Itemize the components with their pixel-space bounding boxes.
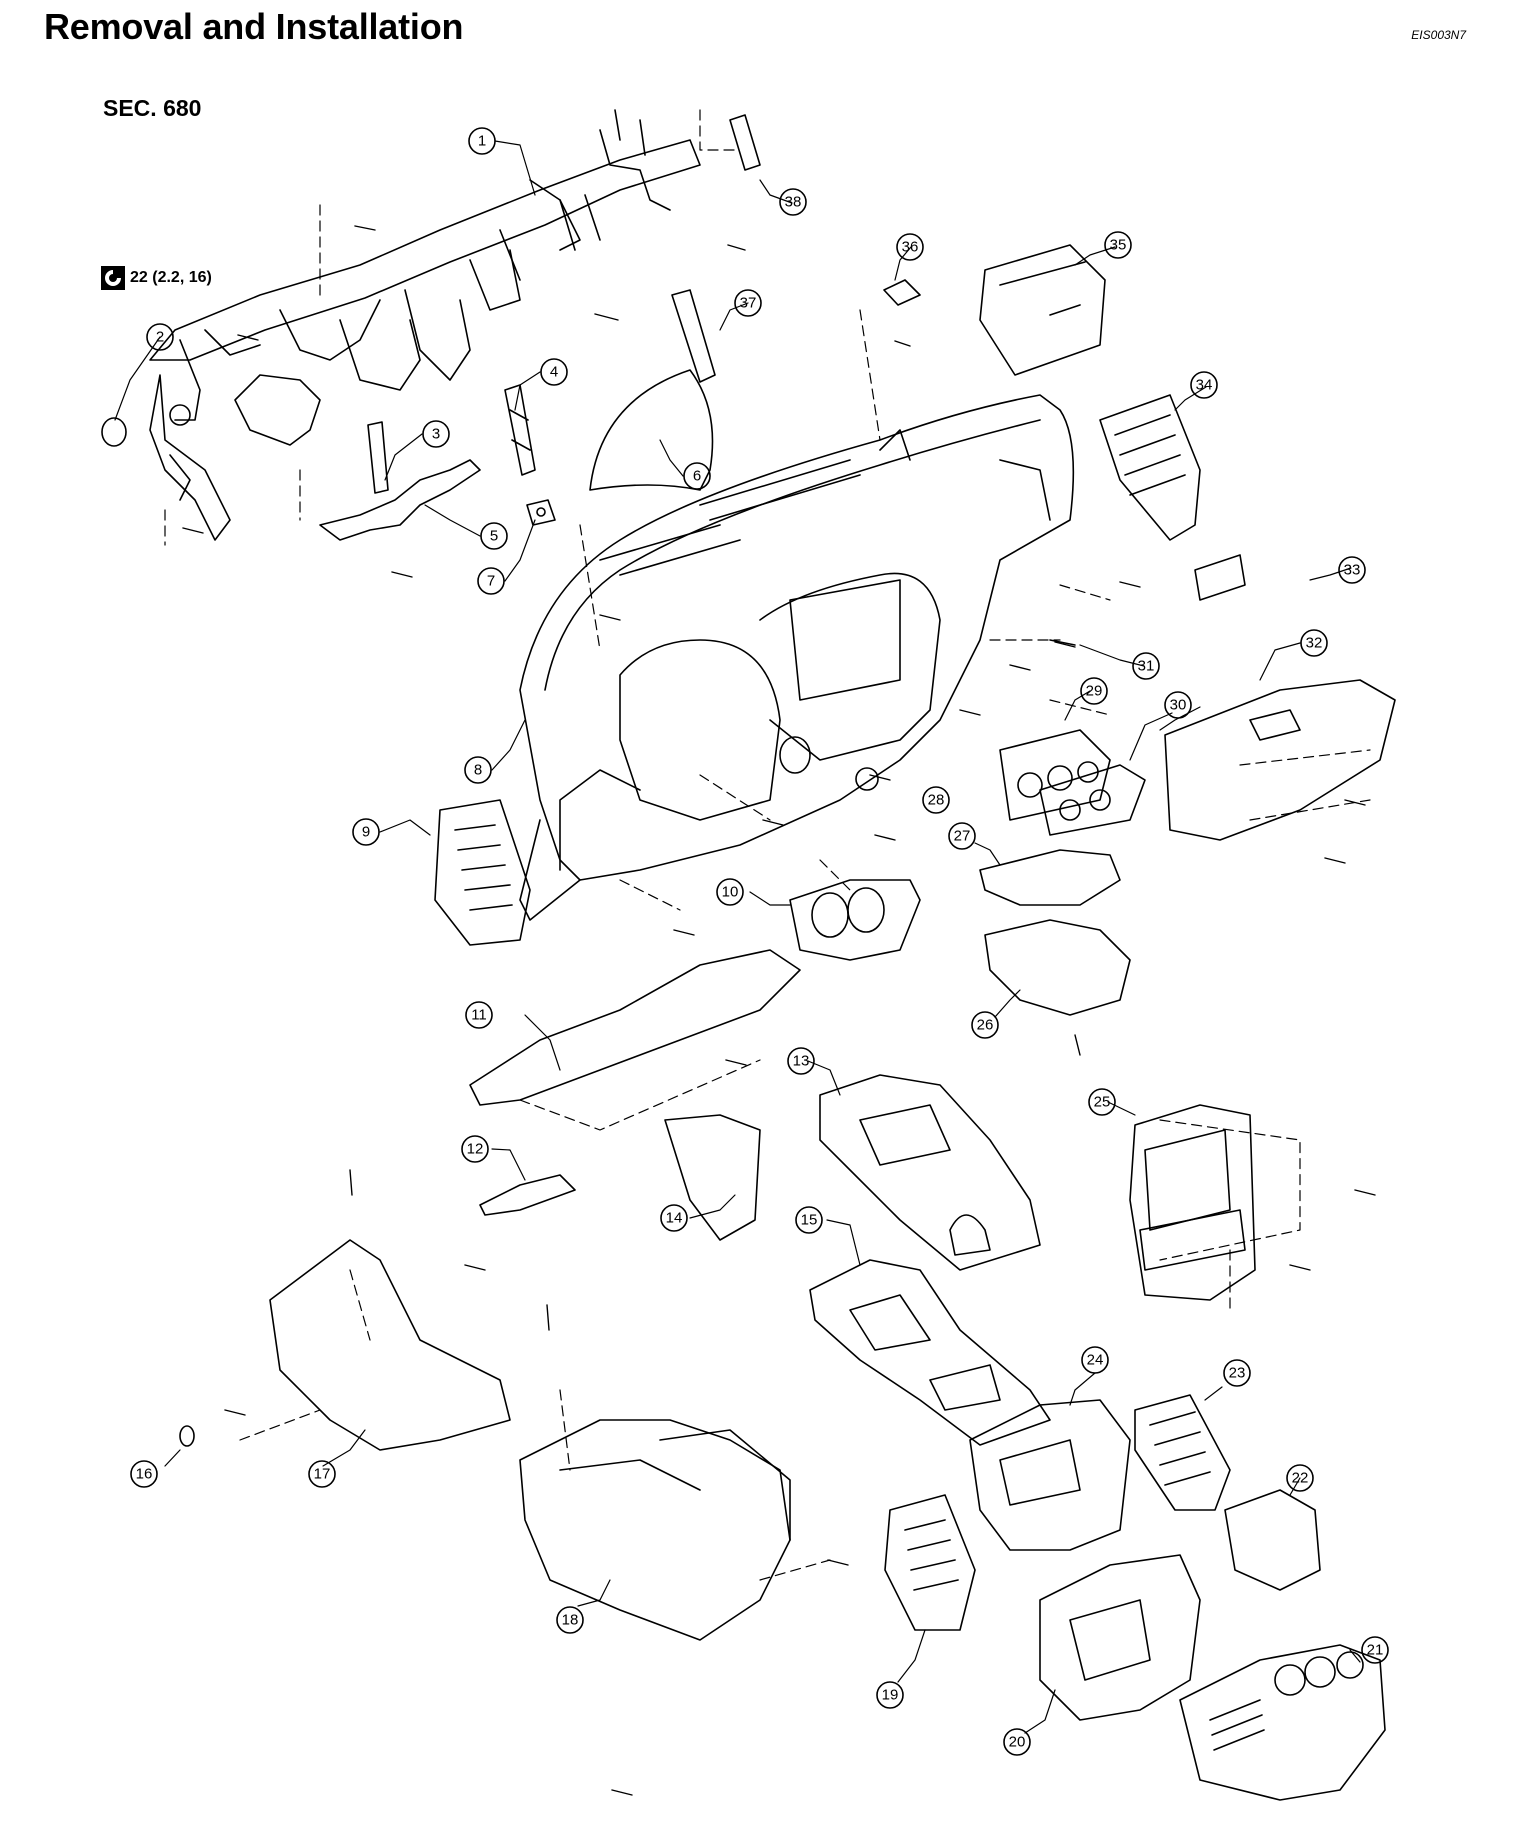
callout-24 — [1081, 1346, 1109, 1374]
callout-4 — [540, 358, 568, 386]
alignment-lines — [164, 109, 1371, 1581]
document-id: EIS003N7 — [1411, 28, 1466, 42]
callout-34 — [1190, 371, 1218, 399]
callout-18-label: 18 — [562, 1612, 579, 1629]
callout-31-label: 31 — [1138, 658, 1155, 675]
fasteners — [182, 225, 1376, 1796]
callout-36 — [896, 233, 924, 261]
callout-37-label: 37 — [740, 295, 757, 312]
callout-13-label: 13 — [793, 1053, 810, 1070]
callout-29-label: 29 — [1086, 683, 1103, 700]
callout-38 — [779, 188, 807, 216]
callout-20 — [1003, 1728, 1031, 1756]
callout-12-label: 12 — [467, 1141, 484, 1158]
callout-25 — [1088, 1088, 1116, 1116]
callout-7 — [477, 567, 505, 595]
steering-member — [149, 109, 701, 541]
callout-18 — [556, 1606, 584, 1634]
callout-23 — [1223, 1359, 1251, 1387]
callout-26 — [971, 1011, 999, 1039]
callout-37 — [734, 289, 762, 317]
console-parts — [179, 394, 1396, 1801]
callout-27 — [948, 822, 976, 850]
callout-31 — [1132, 652, 1160, 680]
callout-10 — [716, 878, 744, 906]
callout-30-label: 30 — [1170, 697, 1187, 714]
callout-16 — [130, 1460, 158, 1488]
callout-22 — [1286, 1464, 1314, 1492]
callout-25-label: 25 — [1094, 1094, 1111, 1111]
callout-5 — [480, 522, 508, 550]
callout-29 — [1080, 677, 1108, 705]
callout-33-label: 33 — [1344, 562, 1361, 579]
callout-27-label: 27 — [954, 828, 971, 845]
small-parts — [101, 114, 1106, 541]
callout-33 — [1338, 556, 1366, 584]
callout-8-label: 8 — [474, 762, 482, 779]
callout-6-label: 6 — [693, 468, 701, 485]
page-title: Removal and Installation — [44, 6, 464, 47]
callout-13 — [787, 1047, 815, 1075]
callout-2 — [146, 323, 174, 351]
callout-11 — [465, 1001, 493, 1029]
callout-20-label: 20 — [1009, 1734, 1026, 1751]
callout-36-label: 36 — [902, 239, 919, 256]
torque-spec: 22 (2.2, 16) — [100, 265, 212, 291]
vents-and-clusters — [434, 729, 1146, 961]
callout-9-label: 9 — [362, 824, 370, 841]
leader-lines — [114, 140, 1361, 1734]
callout-21 — [1361, 1636, 1389, 1664]
callout-5-label: 5 — [490, 528, 498, 545]
callout-10-label: 10 — [722, 884, 739, 901]
callout-32 — [1300, 629, 1328, 657]
callout-35-label: 35 — [1110, 237, 1127, 254]
torque-value: 22 (2.2, 16) — [130, 269, 212, 286]
callout-6 — [683, 462, 711, 490]
callout-4-label: 4 — [550, 364, 558, 381]
callout-16-label: 16 — [136, 1466, 153, 1483]
callout-35 — [1104, 231, 1132, 259]
callout-30 — [1164, 691, 1192, 719]
callout-7-label: 7 — [487, 573, 495, 590]
callout-26-label: 26 — [977, 1017, 994, 1034]
callout-9 — [352, 818, 380, 846]
callout-8 — [464, 756, 492, 784]
callout-32-label: 32 — [1306, 635, 1323, 652]
callout-3 — [422, 420, 450, 448]
callout-15 — [795, 1206, 823, 1234]
callout-12 — [461, 1135, 489, 1163]
callout-17 — [308, 1460, 336, 1488]
callout-17-label: 17 — [314, 1466, 331, 1483]
callout-3-label: 3 — [432, 426, 440, 443]
callout-38-label: 38 — [785, 194, 802, 211]
callout-28 — [922, 786, 950, 814]
callout-19 — [876, 1681, 904, 1709]
callout-2-label: 2 — [156, 329, 164, 346]
callout-14-label: 14 — [666, 1210, 683, 1227]
callout-34-label: 34 — [1196, 377, 1213, 394]
callout-19-label: 19 — [882, 1687, 899, 1704]
callout-14 — [660, 1204, 688, 1232]
callout-22-label: 22 — [1292, 1470, 1309, 1487]
callout-28-label: 28 — [928, 792, 945, 809]
callout-23-label: 23 — [1229, 1365, 1246, 1382]
torque-wrench-icon — [101, 266, 125, 290]
callout-15-label: 15 — [801, 1212, 818, 1229]
callout-11-label: 11 — [471, 1007, 487, 1024]
section-label: SEC. 680 — [103, 95, 202, 121]
callout-labels — [130, 127, 1389, 1756]
callout-1-label: 1 — [478, 133, 486, 150]
callout-1 — [468, 127, 496, 155]
callout-24-label: 24 — [1087, 1352, 1104, 1369]
instrument-panel — [519, 394, 1075, 921]
callout-21-label: 21 — [1367, 1642, 1384, 1659]
